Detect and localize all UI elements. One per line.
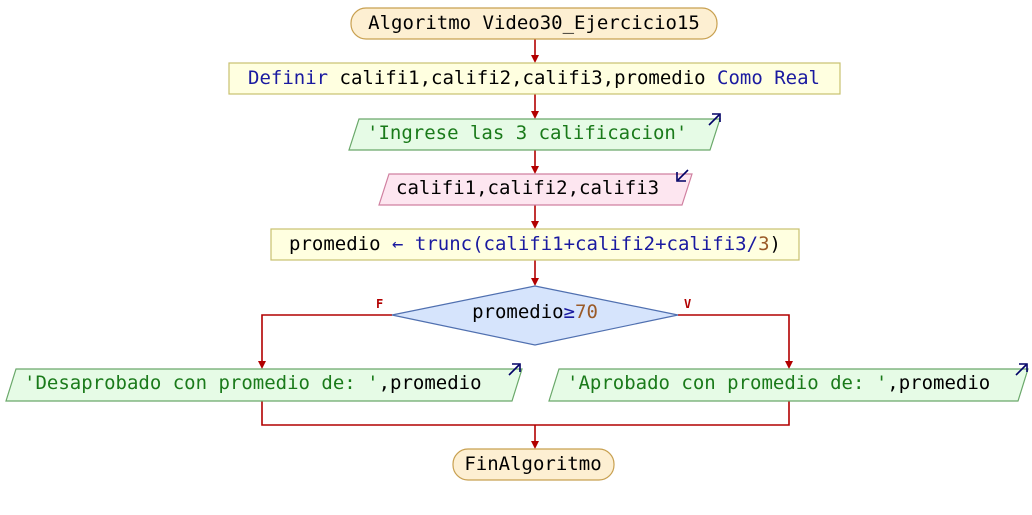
end-node: FinAlgoritmo <box>452 448 615 481</box>
define-label: Definir califi1,califi2,califi3,promedio… <box>248 67 820 89</box>
define-vars: califi1,califi2,califi3,promedio <box>340 67 706 89</box>
arrowhead <box>531 278 539 286</box>
edge-decision-false <box>261 314 392 362</box>
output-false-node: 'Desaprobado con promedio de: ',promedio <box>5 363 523 402</box>
assign-target: promedio <box>289 233 381 255</box>
define-keyword: Definir <box>248 67 328 89</box>
prompt-node: 'Ingrese las 3 calificacion' <box>348 113 721 151</box>
output-true-rest: ,promedio <box>887 372 990 394</box>
edge-false-merge <box>261 401 535 426</box>
assign-func: trunc(califi1+califi2+califi3/ <box>415 233 758 255</box>
define-node: Definir califi1,califi2,califi3,promedio… <box>228 62 841 95</box>
arrow-up-right-icon <box>508 363 521 376</box>
arrow-down-left-icon <box>676 169 689 182</box>
assign-node: promedio ← trunc(califi1+califi2+califi3… <box>270 228 800 261</box>
assign-number: 3 <box>758 233 769 255</box>
arrowhead <box>531 221 539 229</box>
decision-var: promedio <box>472 301 564 323</box>
prompt-label: 'Ingrese las 3 calificacion' <box>367 122 687 144</box>
decision-node: promedio≥70 F V <box>376 285 691 346</box>
assign-label: promedio ← trunc(califi1+califi2+califi3… <box>289 233 781 255</box>
arrowhead <box>785 361 793 369</box>
start-label: Algoritmo Video30_Ejercicio15 <box>368 12 700 34</box>
arrowhead <box>531 55 539 63</box>
arrowhead <box>531 111 539 119</box>
end-label: FinAlgoritmo <box>464 453 601 475</box>
arrowhead <box>531 166 539 174</box>
branch-label-true: V <box>684 297 691 311</box>
assign-close: ) <box>770 233 781 255</box>
output-false-string: 'Desaprobado con promedio de: ' <box>24 372 379 394</box>
arrow-up-right-icon <box>1015 363 1028 376</box>
arrow-up-right-icon <box>708 113 721 126</box>
edge-decision-true <box>678 314 790 362</box>
output-true-string: 'Aprobado con promedio de: ' <box>567 372 887 394</box>
define-type: Como Real <box>717 67 820 89</box>
start-node: Algoritmo Video30_Ejercicio15 <box>350 7 718 40</box>
output-true-node: 'Aprobado con promedio de: ',promedio <box>548 363 1029 402</box>
output-false-rest: ,promedio <box>379 372 482 394</box>
decision-op: ≥ <box>564 301 575 323</box>
edge-true-merge <box>535 401 790 426</box>
arrowhead <box>531 441 539 449</box>
branch-label-false: F <box>376 297 383 311</box>
read-node: califi1,califi2,califi3 <box>378 169 693 206</box>
assign-arrow: ← <box>392 233 403 255</box>
output-true-label: 'Aprobado con promedio de: ',promedio <box>567 372 990 394</box>
edges <box>258 39 793 449</box>
decision-label: promedio≥70 <box>472 301 598 323</box>
output-false-label: 'Desaprobado con promedio de: ',promedio <box>24 372 482 394</box>
read-label: califi1,califi2,califi3 <box>396 177 659 199</box>
arrowhead <box>258 361 266 369</box>
decision-number: 70 <box>575 301 598 323</box>
